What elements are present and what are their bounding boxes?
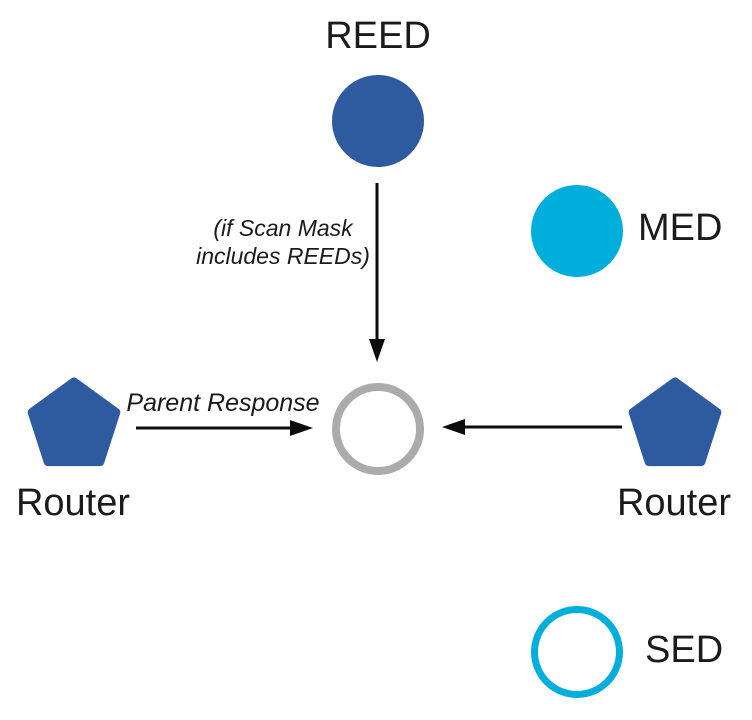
scan-mask-note-line2: includes REEDs) <box>196 243 370 269</box>
arrow-reed-to-parent <box>369 183 385 362</box>
reed-label: REED <box>325 15 431 57</box>
reed-node-icon <box>332 75 424 167</box>
arrow-left-head-icon <box>290 420 313 436</box>
med-label: MED <box>638 207 723 249</box>
sed-node-icon <box>531 606 623 698</box>
scan-mask-note: (if Scan Mask includes REEDs) <box>196 214 370 270</box>
router-right-pentagon-icon <box>628 377 722 467</box>
arrow-right-head-icon <box>442 419 465 435</box>
scan-mask-note-line1: (if Scan Mask <box>213 215 353 241</box>
arrow-router-right-to-parent <box>442 419 622 435</box>
sed-label: SED <box>645 629 724 671</box>
med-node-icon <box>531 185 623 277</box>
arrow-router-left-to-parent <box>136 420 313 436</box>
router-left-label: Router <box>15 482 131 524</box>
parent-node-icon <box>332 383 424 475</box>
parent-response-label: Parent Response <box>126 389 320 417</box>
router-right-label: Router <box>616 482 732 524</box>
arrow-reed-head-icon <box>369 339 385 362</box>
router-left-pentagon-icon <box>27 377 121 467</box>
